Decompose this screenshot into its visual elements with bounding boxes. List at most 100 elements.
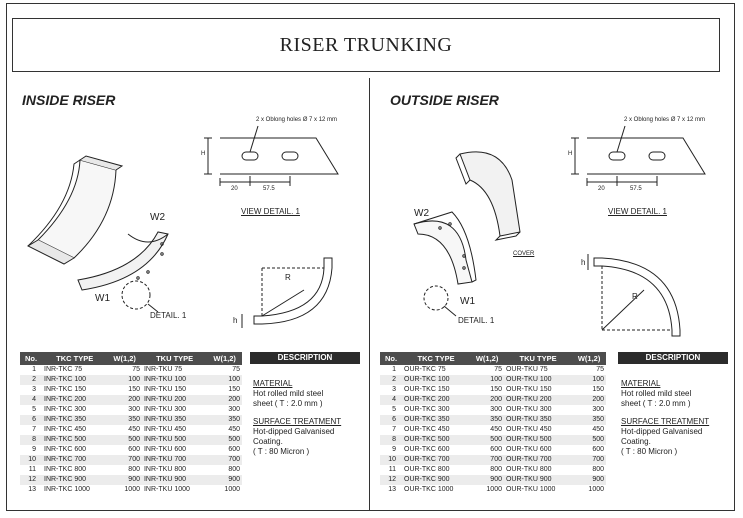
outside-surface-label: SURFACE TREATMENT: [621, 417, 710, 426]
inside-riser-drawing: [26, 155, 169, 313]
row-tkc-type: OUR-TKC 900: [402, 475, 471, 485]
inside-profile-drawing: [241, 257, 333, 328]
row-tku-type: OUR-TKU 200: [503, 395, 573, 405]
inside-dim-57: 57.5: [263, 186, 275, 192]
row-tku-type: OUR-TKU 1000: [505, 486, 556, 493]
outside-surface-line-2: Coating.: [621, 437, 651, 446]
outside-w2-label: W2: [414, 208, 429, 219]
row-tkc-w: 450: [490, 426, 502, 433]
inside-material-label: MATERIAL: [253, 379, 293, 388]
row-tkc-type: INR-TKC 100: [42, 375, 108, 385]
row-no: 2: [380, 375, 402, 385]
outside-material-line-2: sheet ( T : 2.0 mm ): [621, 399, 691, 408]
row-tkc-type: INR-TKC 700: [42, 455, 108, 465]
row-tku-type: OUR-TKU 450: [505, 426, 552, 433]
row-no: 6: [380, 415, 402, 425]
row-tku-type: OUR-TKU 500: [503, 435, 573, 445]
row-no: 3: [392, 386, 396, 393]
col-tku-w: W(1,2): [572, 352, 606, 365]
row-tku-w: 1000: [224, 486, 240, 493]
row-no: 1: [392, 366, 396, 373]
outside-r-label: R: [632, 292, 638, 301]
row-tkc-type: OUR-TKC 200: [402, 395, 471, 405]
row-tku-type: INR-TKU 600: [143, 446, 186, 453]
row-tkc-w: 900: [470, 475, 504, 485]
outside-dim-20: 20: [598, 186, 605, 192]
inside-riser-heading: INSIDE RISER: [22, 92, 116, 108]
outside-table-header: No. TKC TYPE W(1,2) TKU TYPE W(1,2): [380, 352, 606, 365]
row-tkc-type: OUR-TKC 350: [402, 415, 471, 425]
row-tkc-type: INR-TKC 1000: [44, 486, 90, 493]
outside-dim-57: 57.5: [630, 186, 642, 192]
row-no: 8: [380, 435, 402, 445]
row-tkc-type: OUR-TKC 500: [402, 435, 471, 445]
row-tkc-type: OUR-TKC 150: [404, 386, 450, 393]
row-tkc-w: 600: [490, 446, 502, 453]
row-tku-type: INR-TKU 500: [141, 435, 208, 445]
row-tku-type: INR-TKU 300: [143, 406, 186, 413]
row-tku-w: 500: [572, 435, 606, 445]
row-no: 12: [380, 475, 402, 485]
row-no: 11: [388, 466, 396, 473]
row-tku-type: OUR-TKU 150: [505, 386, 552, 393]
row-tku-w: 300: [228, 406, 240, 413]
inside-table-header: No. TKC TYPE W(1,2) TKU TYPE W(1,2): [20, 352, 242, 365]
row-tku-type: OUR-TKU 900: [503, 475, 573, 485]
col-tkc-w: W(1,2): [107, 352, 142, 365]
row-tku-w: 100: [572, 375, 606, 385]
outside-riser-heading: OUTSIDE RISER: [390, 92, 499, 108]
row-tku-w: 150: [228, 386, 240, 393]
row-tku-w: 900: [207, 475, 242, 485]
row-no: 5: [32, 406, 36, 413]
row-tkc-type: INR-TKC 75: [44, 366, 83, 373]
title-box: RISER TRUNKING: [12, 18, 720, 72]
row-tkc-type: OUR-TKC 800: [404, 466, 450, 473]
outside-profile-drawing: [587, 254, 681, 337]
row-tku-type: OUR-TKU 350: [503, 415, 573, 425]
row-tku-type: INR-TKU 200: [141, 395, 208, 405]
row-tkc-type: OUR-TKC 450: [404, 426, 450, 433]
row-no: 8: [20, 435, 42, 445]
row-tkc-w: 150: [128, 386, 140, 393]
row-no: 11: [28, 466, 36, 473]
row-tkc-type: INR-TKC 900: [42, 475, 108, 485]
row-tku-w: 100: [207, 375, 242, 385]
row-tku-w: 700: [572, 455, 606, 465]
row-tkc-w: 75: [494, 366, 502, 373]
row-tku-w: 200: [207, 395, 242, 405]
page-title: RISER TRUNKING: [279, 33, 453, 56]
row-tkc-w: 100: [470, 375, 504, 385]
row-tku-w: 300: [592, 406, 604, 413]
row-tku-w: 500: [207, 435, 242, 445]
row-no: 7: [32, 426, 36, 433]
row-tkc-w: 450: [128, 426, 140, 433]
col-tku-w: W(1,2): [207, 352, 242, 365]
row-tkc-type: INR-TKC 500: [42, 435, 108, 445]
inside-description-header: DESCRIPTION: [250, 352, 360, 364]
row-tkc-type: INR-TKC 300: [44, 406, 87, 413]
row-tkc-w: 500: [107, 435, 142, 445]
row-tku-type: INR-TKU 350: [141, 415, 208, 425]
row-tkc-type: OUR-TKC 700: [402, 455, 471, 465]
row-tkc-type: INR-TKC 200: [42, 395, 108, 405]
row-no: 4: [380, 395, 402, 405]
row-tkc-w: 200: [107, 395, 142, 405]
col-no: No.: [20, 352, 42, 365]
row-tku-w: 700: [207, 455, 242, 465]
row-tkc-w: 300: [490, 406, 502, 413]
inside-view-detail-drawing: [204, 125, 339, 186]
page-frame: [6, 3, 735, 511]
row-no: 1: [32, 366, 36, 373]
inside-r-label: R: [285, 273, 291, 282]
